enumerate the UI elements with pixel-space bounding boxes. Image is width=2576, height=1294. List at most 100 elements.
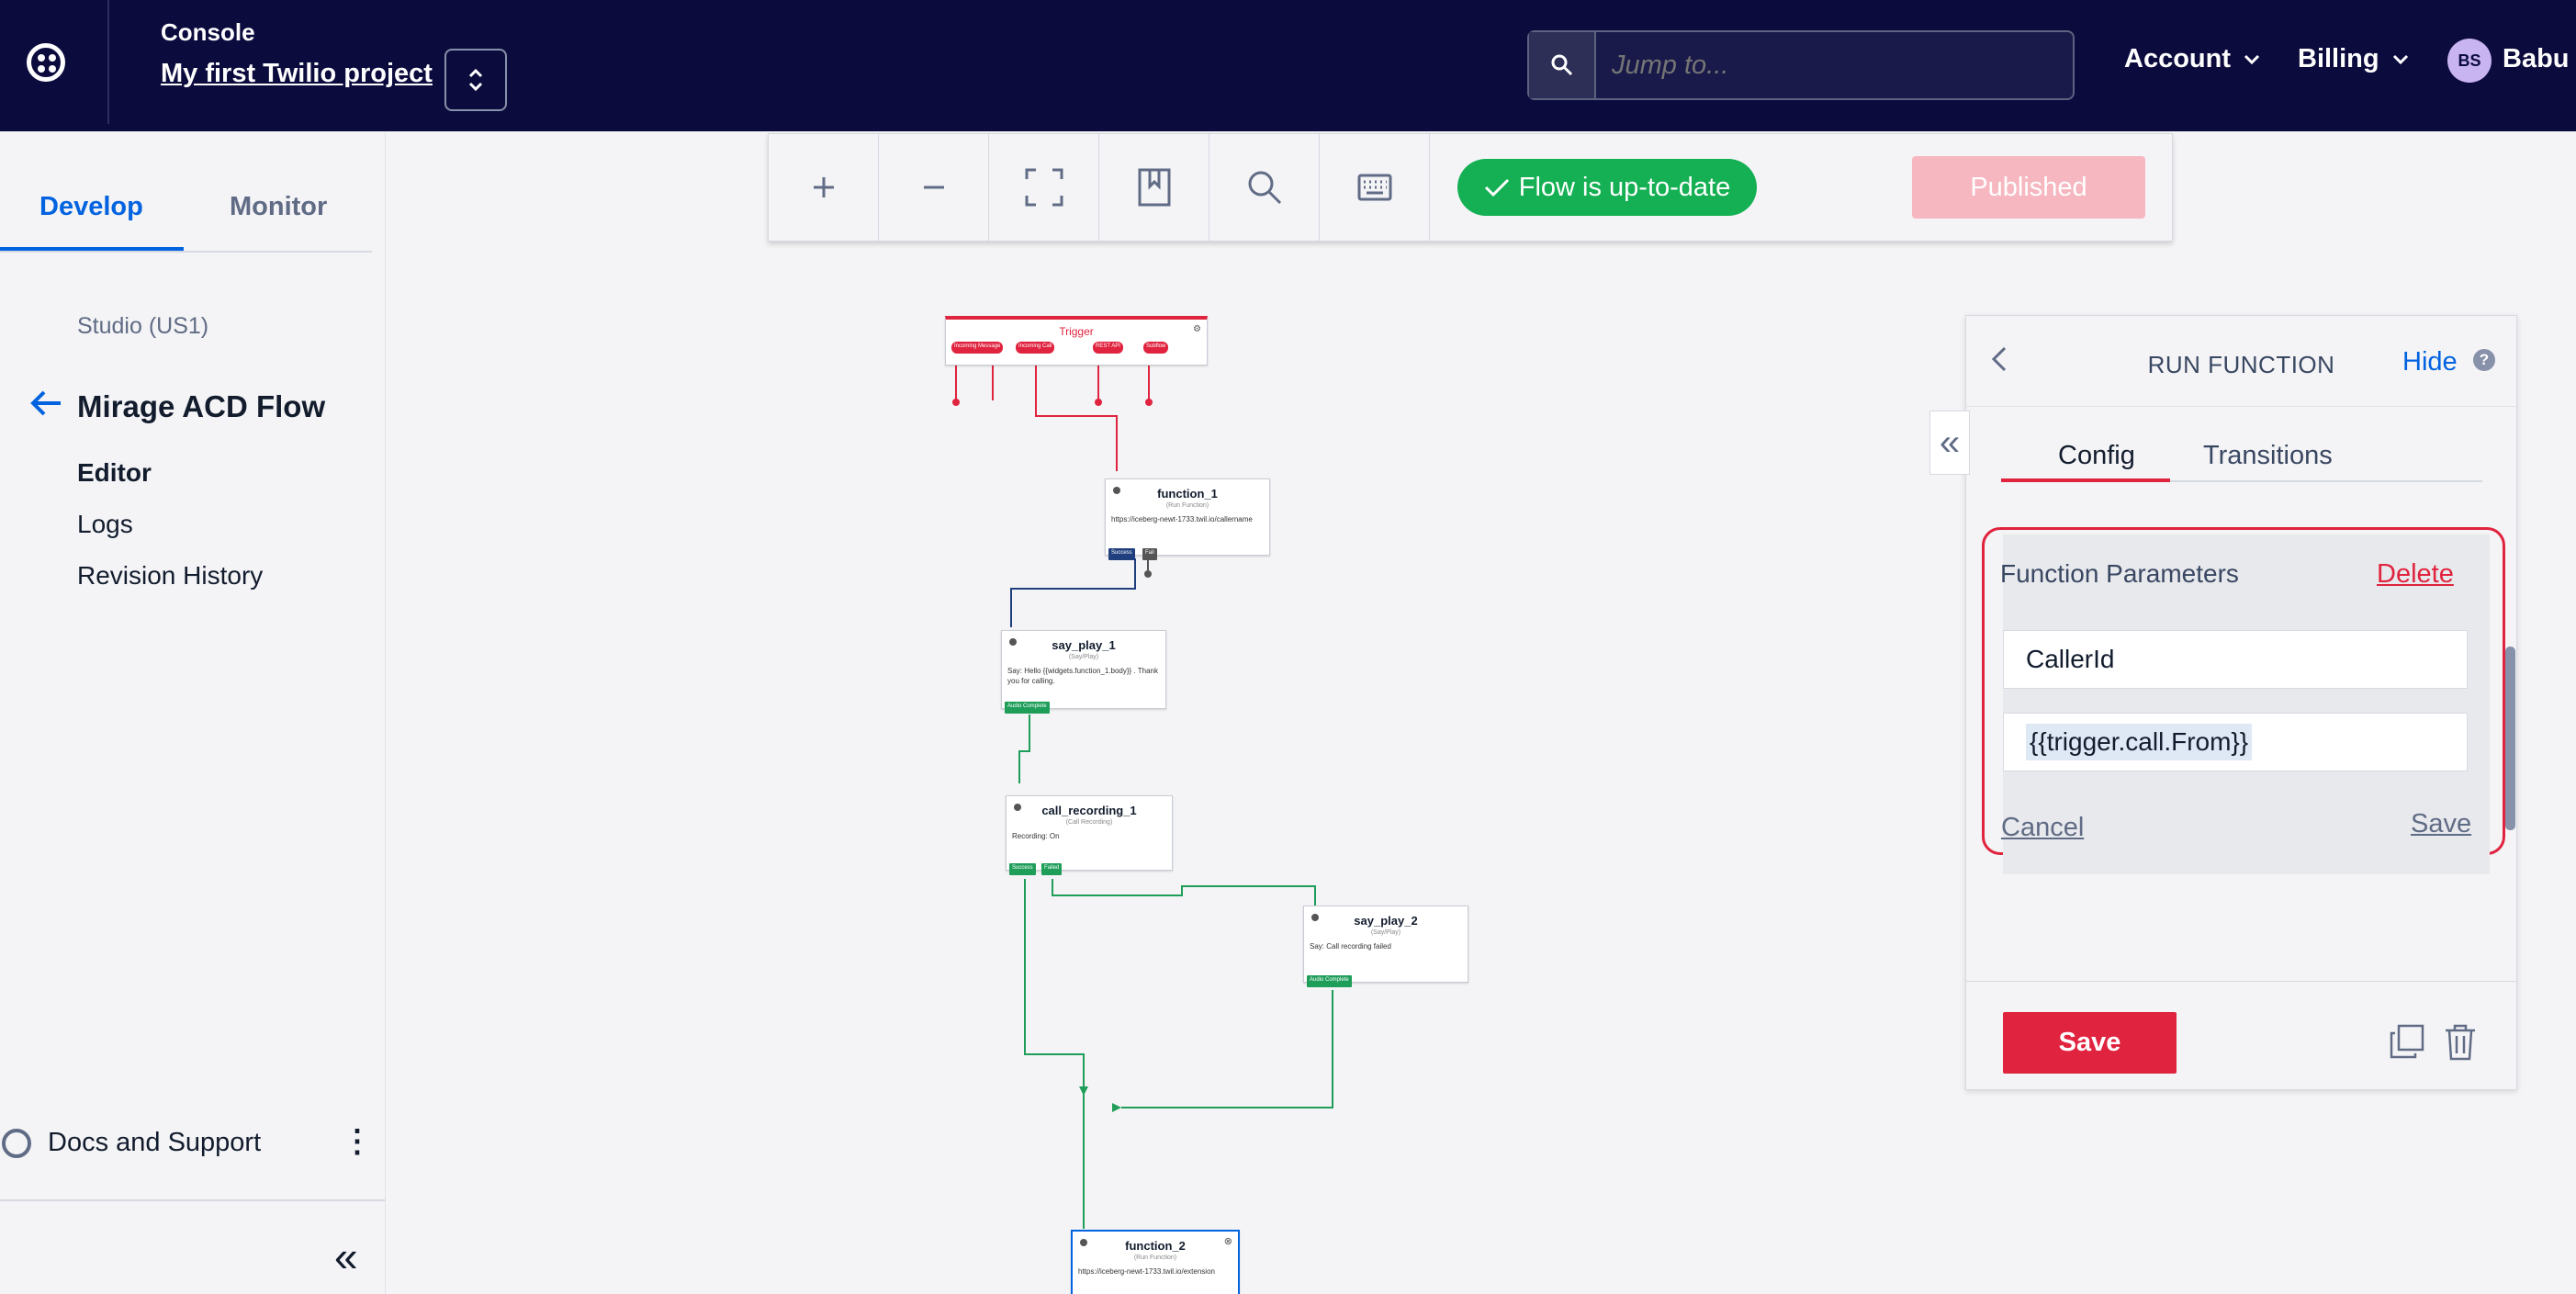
help-icon[interactable]: ? [2473, 349, 2495, 371]
flow-name-heading: Mirage ACD Flow [77, 389, 326, 423]
transition-chip-audio-complete[interactable]: Audio Complete [1005, 702, 1050, 714]
project-title-link[interactable]: My first Twilio project [161, 59, 433, 88]
cancel-parameter-link[interactable]: Cancel [2001, 813, 2085, 842]
back-arrow-icon[interactable] [29, 387, 62, 425]
twilio-logo-icon[interactable] [27, 43, 65, 82]
widget-handle[interactable] [1014, 804, 1021, 811]
panel-header-divider [1966, 406, 2516, 407]
account-menu[interactable]: Account [2124, 44, 2260, 74]
transition-chip-success[interactable]: Success [1108, 548, 1135, 560]
panel-scrollbar[interactable] [2505, 647, 2515, 830]
chevron-down-icon [2244, 54, 2260, 64]
trash-icon[interactable] [2444, 1023, 2477, 1066]
docs-and-support-link[interactable]: Docs and Support ⋮ [0, 1123, 386, 1169]
trigger-chip-subflow[interactable]: Subflow [1143, 342, 1169, 354]
settings-icon[interactable]: ⚙ [1193, 324, 1201, 334]
trigger-chip-incoming-message[interactable]: Incoming Message [951, 342, 1004, 354]
widget-title: function_1 [1157, 487, 1218, 501]
user-avatar[interactable]: BS [2447, 39, 2492, 83]
trigger-chip-incoming-call[interactable]: Incoming Call [1016, 342, 1055, 354]
lifebuoy-icon [2, 1129, 31, 1158]
trigger-title: Trigger [1059, 325, 1094, 338]
studio-region-label: Studio (US1) [77, 313, 209, 339]
canvas-toolbar: Flow is up-to-date Published [768, 133, 2173, 242]
widget-type: (Run Function) [1133, 1255, 1177, 1261]
widget-say-play-2[interactable]: say_play_2 (Say/Play) Say: Call recordin… [1303, 906, 1468, 987]
expand-panel-icon[interactable]: « [1929, 411, 1970, 475]
widget-function-1[interactable]: function_1 (Run Function) https://iceber… [1105, 478, 1270, 560]
widget-type: (Say/Play) [1068, 654, 1099, 660]
widget-call-recording-1[interactable]: call_recording_1 (Call Recording) Record… [1006, 795, 1173, 875]
panel-footer-divider [1966, 981, 2516, 982]
widget-function-2[interactable]: ⊗ function_2 (Run Function) https://iceb… [1071, 1230, 1240, 1294]
more-options-icon[interactable]: ⋮ [342, 1124, 373, 1159]
transition-chip-audio-complete[interactable]: Audio Complete [1307, 975, 1352, 987]
transition-chip-success[interactable]: Success [1009, 863, 1036, 875]
flow-status-text: Flow is up-to-date [1518, 172, 1731, 202]
widget-say-play-1[interactable]: say_play_1 (Say/Play) Say: Hello {{widge… [1001, 630, 1166, 714]
duplicate-icon[interactable] [2389, 1023, 2425, 1064]
sidebar-item-editor[interactable]: Editor [77, 458, 152, 487]
bookmark-button[interactable] [1099, 134, 1209, 241]
sidebar: Develop Monitor Studio (US1) Mirage ACD … [0, 131, 386, 1294]
function-parameters-highlight [1982, 527, 2505, 874]
trigger-chip-rest-api[interactable]: REST API [1093, 342, 1123, 354]
tab-transitions[interactable]: Transitions [2203, 441, 2333, 470]
widget-handle[interactable] [1080, 1239, 1087, 1246]
widget-body: Recording: On [1012, 832, 1060, 840]
widget-title: call_recording_1 [1041, 804, 1137, 817]
tab-develop[interactable]: Develop [39, 192, 143, 221]
docs-label: Docs and Support [48, 1128, 262, 1157]
sidebar-item-logs[interactable]: Logs [77, 510, 133, 538]
parameter-value-text: {{trigger.call.From}} [2026, 724, 2253, 760]
tab-monitor[interactable]: Monitor [230, 192, 328, 221]
widget-handle[interactable] [1311, 914, 1319, 921]
publish-button[interactable]: Published [1912, 156, 2145, 219]
tab-config[interactable]: Config [2058, 441, 2135, 470]
active-tab-indicator [0, 247, 184, 251]
widget-config-panel: RUN FUNCTION Hide ? « Config Transitions… [1929, 315, 2517, 1090]
connector-recording-success [1024, 879, 1085, 1096]
hide-panel-link[interactable]: Hide [2402, 347, 2458, 377]
close-icon[interactable]: ⊗ [1223, 1236, 1232, 1247]
connector-recording-failed [1052, 879, 1316, 906]
widget-title: say_play_1 [1052, 638, 1116, 652]
chevron-left-icon[interactable] [1990, 343, 2008, 383]
flow-canvas[interactable]: Trigger ⚙ Incoming Message Incoming Call… [387, 242, 2576, 1294]
flow-status-badge: Flow is up-to-date [1457, 159, 1757, 216]
sidebar-item-revision-history[interactable]: Revision History [77, 561, 264, 590]
function-parameters-card [2003, 534, 2490, 874]
tabs-divider [0, 251, 372, 253]
billing-label: Billing [2298, 44, 2379, 73]
billing-menu[interactable]: Billing [2298, 44, 2409, 74]
search-input[interactable] [1612, 51, 2053, 81]
zoom-out-button[interactable] [879, 134, 989, 241]
transition-chip-failed[interactable]: Failed [1041, 863, 1063, 875]
minus-icon [923, 186, 944, 189]
save-parameter-link[interactable]: Save [2411, 809, 2472, 838]
search-button[interactable] [1529, 32, 1596, 98]
widget-handle[interactable] [1113, 487, 1120, 494]
delete-parameter-link[interactable]: Delete [2377, 559, 2454, 589]
keyboard-icon [1357, 174, 1391, 201]
console-label: Console [161, 18, 255, 46]
project-switcher-button[interactable] [444, 49, 507, 111]
connector-say-play-2 [1121, 990, 1333, 1108]
search-canvas-button[interactable] [1209, 134, 1320, 241]
parameter-key-field[interactable]: CallerId [2003, 630, 2468, 689]
user-menu[interactable]: Babu [2503, 44, 2570, 74]
zoom-in-button[interactable] [769, 134, 879, 241]
header-divider [107, 0, 109, 124]
widget-body: Say: Call recording failed [1310, 942, 1391, 951]
fit-to-screen-button[interactable] [989, 134, 1099, 241]
parameter-value-field[interactable]: {{trigger.call.From}} [2003, 713, 2468, 771]
keyboard-shortcuts-button[interactable] [1320, 134, 1430, 241]
collapse-sidebar-icon[interactable]: « [334, 1232, 358, 1280]
plus-icon [813, 177, 834, 197]
save-widget-button[interactable]: Save [2003, 1012, 2177, 1074]
user-name: Babu [2503, 44, 2570, 73]
widget-handle[interactable] [1009, 638, 1017, 646]
trigger-widget[interactable]: Trigger ⚙ Incoming Message Incoming Call… [945, 316, 1208, 366]
flow-connections [952, 363, 1333, 1229]
transition-chip-fail[interactable]: Fail [1142, 548, 1157, 560]
